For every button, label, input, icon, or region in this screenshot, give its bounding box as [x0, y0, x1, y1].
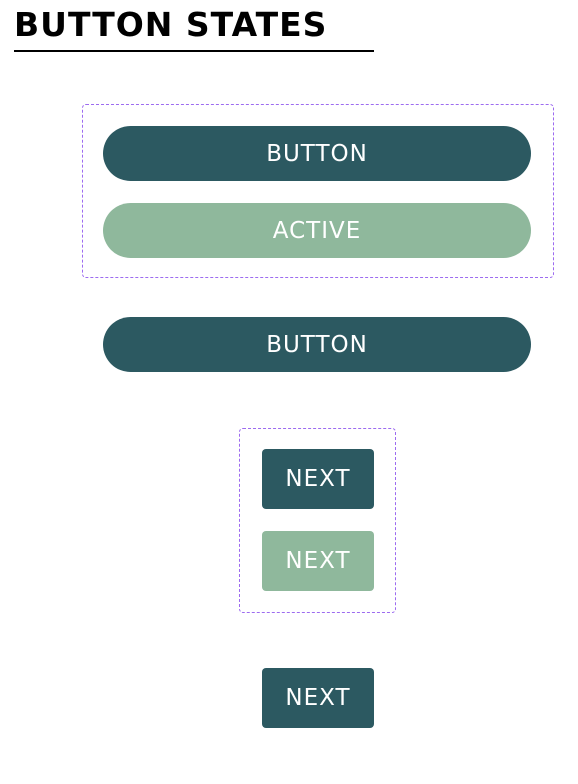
next-button-active[interactable]: NEXT — [262, 531, 374, 591]
pill-button-instance[interactable]: BUTTON — [103, 317, 531, 372]
pill-button-default[interactable]: BUTTON — [103, 126, 531, 181]
page-title: BUTTON STATES — [14, 5, 328, 44]
pill-button-active[interactable]: ACTIVE — [103, 203, 531, 258]
pill-button-variants-frame — [82, 104, 554, 278]
next-button-default[interactable]: NEXT — [262, 449, 374, 509]
title-underline — [14, 50, 374, 52]
next-button-variants-frame — [239, 428, 396, 613]
next-button-instance[interactable]: NEXT — [262, 668, 374, 728]
